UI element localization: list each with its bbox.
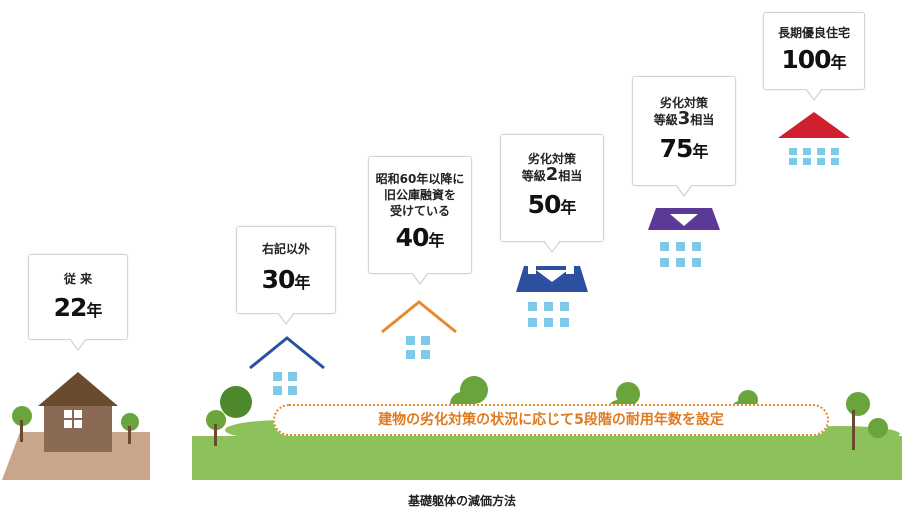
grade-suffix: 相当: [690, 113, 715, 127]
caption-line: 昭和60年以降に: [375, 172, 465, 186]
house-22-icon: [38, 372, 118, 452]
bubble-40-years: 昭和60年以降に 旧公庫融資を 受けている 40年: [368, 156, 472, 285]
bubble-tail: [411, 272, 429, 285]
grade-line: 等級2相当: [501, 164, 603, 185]
bubble-tail: [805, 88, 823, 101]
grade-line: 等級3相当: [633, 108, 735, 129]
caption-line: 従 来: [63, 272, 93, 286]
caption-line: 受けている: [389, 204, 450, 218]
grade-number: 2: [545, 164, 559, 185]
caption-line: 長期優良住宅: [777, 26, 850, 40]
grade-suffix: 相当: [558, 169, 583, 183]
years-number: 50: [527, 190, 562, 219]
years-number: 100: [781, 45, 831, 74]
years-value: 50年: [501, 192, 603, 217]
years-number: 40: [395, 223, 430, 252]
grade-number: 3: [677, 108, 691, 129]
grade-prefix: 等級: [653, 113, 678, 127]
house-50-icon: [516, 264, 588, 327]
bubble-30-years: 右記以外 30年: [236, 226, 336, 325]
years-unit: 年: [428, 231, 445, 250]
house-40-icon: [381, 300, 457, 359]
years-number: 22: [53, 293, 88, 322]
bubble-tail: [543, 240, 561, 253]
years-number: 30: [261, 265, 296, 294]
bubble-tail: [277, 312, 295, 325]
years-number: 75: [659, 134, 694, 163]
figure-caption: 基礎躯体の減価方法: [407, 494, 516, 508]
years-value: 75年: [633, 136, 735, 161]
bubble-tail: [69, 338, 87, 351]
summary-ribbon: 建物の劣化対策の状況に応じて5段階の耐用年数を設定: [273, 404, 829, 436]
years-unit: 年: [86, 301, 103, 320]
years-value: 30年: [237, 267, 335, 292]
house-75-icon: [648, 208, 720, 267]
grade-prefix: 等級: [521, 169, 546, 183]
bubble-100-years: 長期優良住宅 100年: [763, 12, 865, 101]
years-unit: 年: [560, 198, 577, 217]
caption-line: 旧公庫融資を: [383, 188, 456, 202]
caption-line: 右記以外: [261, 242, 310, 256]
bubble-75-years: 劣化対策 等級3相当 75年: [632, 76, 736, 197]
bubble-tail: [675, 184, 693, 197]
years-unit: 年: [692, 142, 709, 161]
bubble-22-years: 従 来 22年: [28, 254, 128, 351]
bubble-50-years: 劣化対策 等級2相当 50年: [500, 134, 604, 253]
caption-line: 劣化対策: [527, 152, 576, 166]
years-unit: 年: [294, 273, 311, 292]
old-ground: [2, 432, 150, 480]
years-unit: 年: [830, 53, 847, 72]
years-value: 22年: [29, 295, 127, 320]
years-value: 100年: [764, 47, 864, 72]
house-30-icon: [249, 336, 325, 395]
caption-line: 劣化対策: [659, 96, 708, 110]
house-100-icon: [778, 112, 850, 165]
years-value: 40年: [369, 225, 471, 250]
